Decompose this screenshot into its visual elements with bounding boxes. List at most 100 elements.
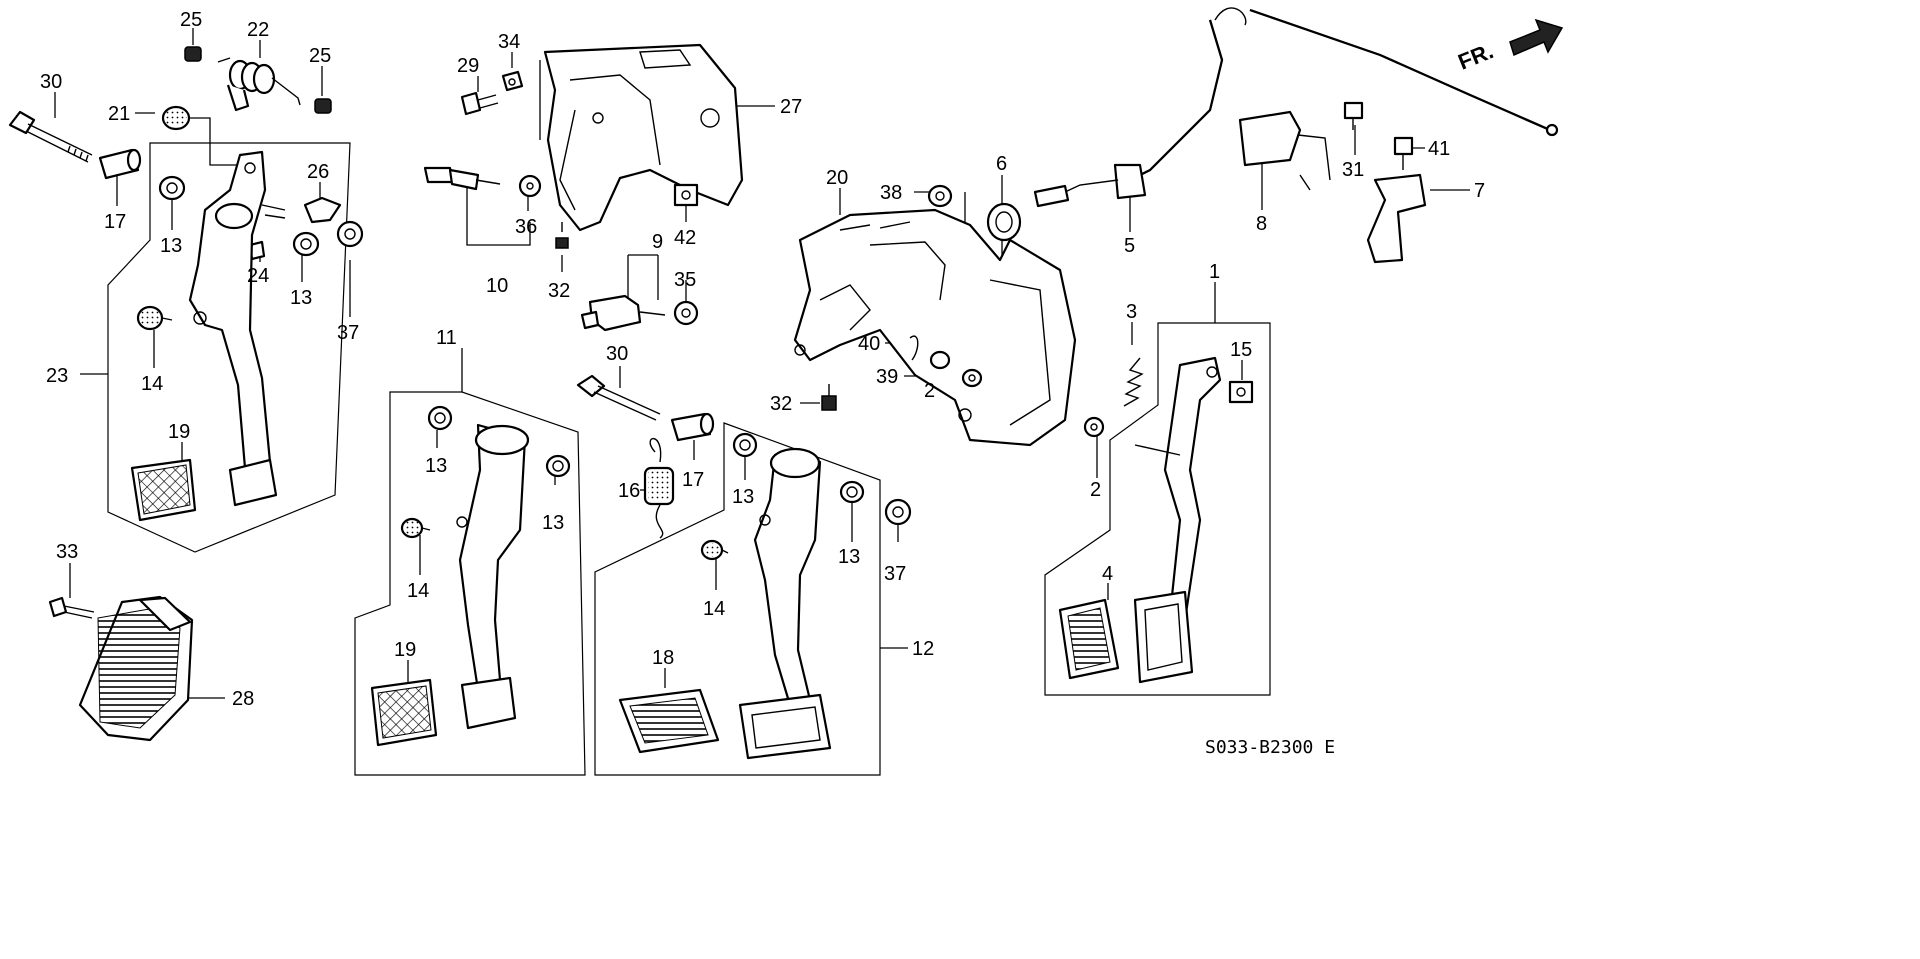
brake-pedal-12 <box>753 447 822 707</box>
callout-25: 25 <box>309 45 331 67</box>
callout-3: 3 <box>1126 301 1137 323</box>
cable-5 <box>1033 7 1559 208</box>
bracket-8 <box>1238 110 1331 191</box>
nut-15 <box>1228 380 1254 404</box>
callout-30: 30 <box>606 343 628 365</box>
bushing-37-a <box>336 220 364 248</box>
callout-30: 30 <box>40 71 62 93</box>
washer-2-a <box>961 368 983 388</box>
pedal-pad-18 <box>618 688 720 754</box>
spring-22 <box>217 57 301 112</box>
callout-34: 34 <box>498 31 520 53</box>
callout-17: 17 <box>682 469 704 491</box>
callout-35: 35 <box>674 269 696 291</box>
pedal-pad-4 <box>1058 598 1120 680</box>
callout-5: 5 <box>1124 235 1135 257</box>
callout-2: 2 <box>924 380 935 402</box>
callout-1: 1 <box>1209 261 1220 283</box>
group-outline-11 <box>354 391 586 776</box>
grommet-6 <box>986 202 1022 242</box>
collar-17-center <box>670 412 715 442</box>
stopper-14-c <box>700 539 729 561</box>
foot-rest-28 <box>78 595 194 742</box>
callout-25: 25 <box>180 9 202 31</box>
callout-40: 40 <box>858 333 880 355</box>
bracket-7 <box>1366 173 1427 264</box>
nut-36 <box>518 174 542 198</box>
pedal-11 <box>456 423 530 730</box>
callout-19: 19 <box>394 639 416 661</box>
pedal-assembly-diagram: 30 25 22 25 21 26 17 13 24 13 37 23 14 1… <box>8 7 1564 776</box>
bolt-30-upper <box>8 110 93 163</box>
callout-21: 21 <box>108 103 130 125</box>
nut-42 <box>673 183 699 207</box>
callout-39: 39 <box>876 366 898 388</box>
callout-labels: 30 25 22 25 21 26 17 13 24 13 37 23 14 1… <box>40 9 1485 710</box>
front-direction-label: FR. <box>1455 38 1497 74</box>
callout-24: 24 <box>247 265 269 287</box>
collar-17-upper <box>98 148 142 180</box>
group-outline-12 <box>594 422 881 776</box>
stopper-14-a <box>136 305 173 331</box>
callout-37: 37 <box>337 322 359 344</box>
bolt-30-center <box>576 374 661 421</box>
callout-10: 10 <box>486 275 508 297</box>
callout-41: 41 <box>1428 138 1450 160</box>
callout-22: 22 <box>247 19 269 41</box>
callout-27: 27 <box>780 96 802 118</box>
bracket-27 <box>543 43 744 232</box>
callout-36: 36 <box>515 216 537 238</box>
screw-32-b <box>821 384 837 411</box>
callout-8: 8 <box>1256 213 1267 235</box>
bushing-13-c <box>427 405 453 431</box>
clip-25-b <box>314 98 332 114</box>
callout-33: 33 <box>56 541 78 563</box>
callout-13: 13 <box>542 512 564 534</box>
callout-13: 13 <box>160 235 182 257</box>
callout-14: 14 <box>407 580 429 602</box>
callout-14: 14 <box>703 598 725 620</box>
switch-9 <box>580 294 666 332</box>
callout-18: 18 <box>652 647 674 669</box>
callout-2: 2 <box>1090 479 1101 501</box>
spring-16 <box>643 437 675 539</box>
callout-32: 32 <box>770 393 792 415</box>
stopper-21 <box>161 105 191 131</box>
bushing-13-a <box>158 175 186 201</box>
callout-32: 32 <box>548 280 570 302</box>
callout-6: 6 <box>996 153 1007 175</box>
group-outline-23 <box>107 142 351 553</box>
pedal-pad-19-a <box>130 458 197 522</box>
accelerator-pedal-1 <box>1133 356 1222 684</box>
clutch-pedal-23 <box>188 150 286 507</box>
callout-13: 13 <box>290 287 312 309</box>
nut-35 <box>673 300 699 326</box>
pedal-pad-19-b <box>370 678 438 747</box>
front-direction-arrow-icon <box>1509 18 1564 57</box>
spring-3 <box>1123 357 1144 407</box>
bushing-13-f <box>839 480 865 504</box>
bushing-13-d <box>545 454 571 478</box>
callout-14: 14 <box>141 373 163 395</box>
callout-38: 38 <box>880 182 902 204</box>
callout-13: 13 <box>838 546 860 568</box>
callout-42: 42 <box>674 227 696 249</box>
bolt-31 <box>1343 101 1364 130</box>
bracket-20 <box>793 208 1077 447</box>
bolt-29 <box>460 91 499 116</box>
screw-32-a <box>555 222 569 249</box>
callout-4: 4 <box>1102 563 1113 585</box>
clip-26 <box>303 196 342 224</box>
callout-13: 13 <box>732 486 754 508</box>
callout-9: 9 <box>652 231 663 253</box>
callout-26: 26 <box>307 161 329 183</box>
callout-11: 11 <box>436 327 457 349</box>
clip-25-a <box>184 46 202 62</box>
bushing-13-e <box>732 432 758 458</box>
diagram-code: S033-B2300 E <box>1205 737 1335 758</box>
callout-12: 12 <box>912 638 934 660</box>
callout-7: 7 <box>1474 180 1485 202</box>
callout-17: 17 <box>104 211 126 233</box>
callout-23: 23 <box>46 365 68 387</box>
bushing-13-b <box>292 231 320 257</box>
